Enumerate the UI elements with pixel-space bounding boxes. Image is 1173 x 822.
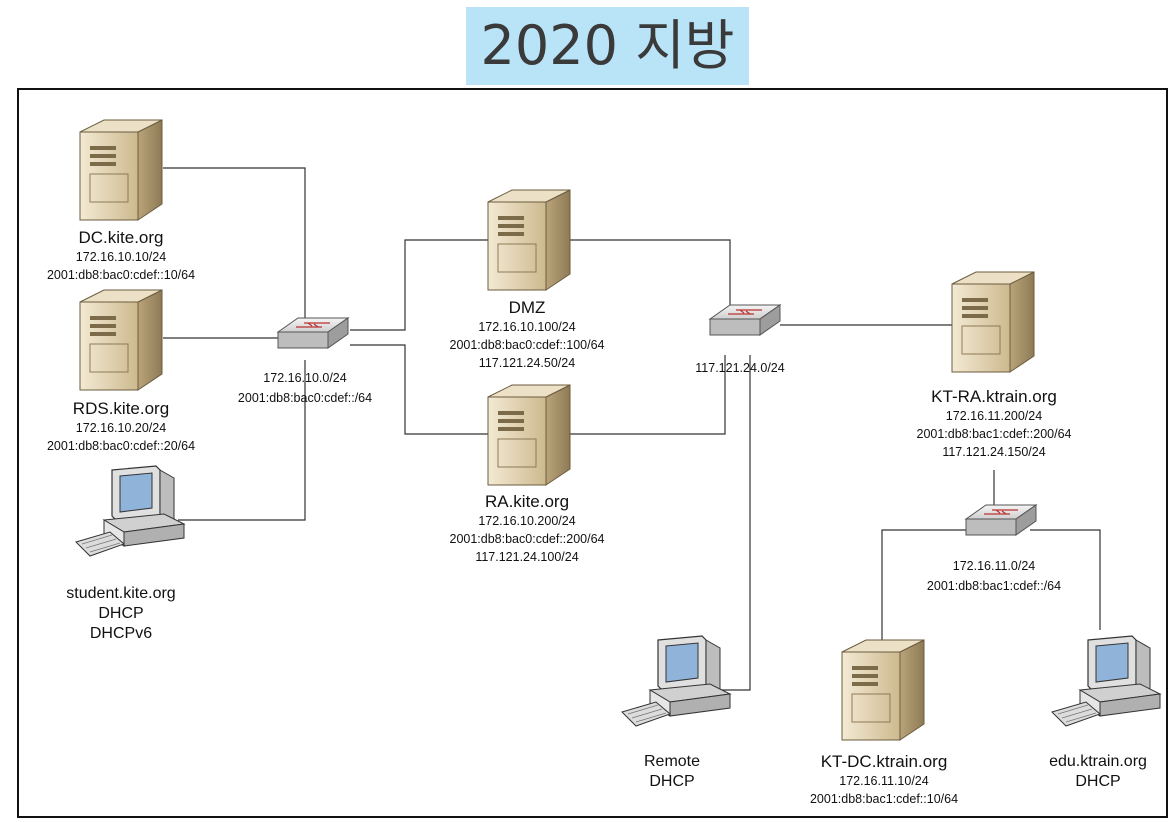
link-dmz-public: [568, 239, 731, 310]
ra-ipv4-public: 117.121.24.100/24: [475, 550, 579, 564]
ktra-server-icon: [951, 271, 1035, 373]
right-network-label: 172.16.11.0/24 2001:db8:bac1:cdef::/64: [927, 556, 1061, 596]
ra-label: RA.kite.org 172.16.10.200/24 2001:db8:ba…: [450, 492, 605, 566]
link-switch-edu: [1030, 529, 1101, 630]
dc-ipv4: 172.16.10.10/24: [75, 250, 167, 264]
public-switch-icon: [709, 304, 781, 336]
ktdc-ipv4: 172.16.11.10/24: [839, 774, 929, 788]
student-name: student.kite.org: [66, 585, 176, 602]
rds-name: RDS.kite.org: [72, 399, 170, 418]
link-public-remote: [705, 355, 751, 691]
right-switch-icon: [965, 504, 1037, 536]
dmz-ipv6: 2001:db8:bac0:cdef::100/64: [449, 338, 605, 352]
diagram-frame: [17, 88, 1168, 818]
edu-pc-icon: [1051, 635, 1161, 727]
edu-label: edu.ktrain.org DHCP: [1049, 752, 1147, 792]
student-line3: DHCPv6: [89, 625, 153, 642]
dmz-ipv4-public: 117.121.24.50/24: [478, 356, 576, 370]
dc-ipv6: 2001:db8:bac0:cdef::10/64: [46, 268, 196, 282]
student-line2: DHCP: [98, 605, 144, 622]
ra-name: RA.kite.org: [484, 492, 570, 511]
rds-label: RDS.kite.org 172.16.10.20/24 2001:db8:ba…: [47, 399, 195, 455]
link-ra-public: [568, 355, 726, 435]
ktdc-name: KT-DC.ktrain.org: [820, 752, 948, 771]
dc-label: DC.kite.org 172.16.10.10/24 2001:db8:bac…: [47, 228, 195, 284]
link-switch-ra: [350, 344, 488, 435]
ktra-ipv4-public: 117.121.24.150/24: [942, 445, 1046, 459]
links: [163, 167, 1101, 691]
ktdc-server-icon: [841, 639, 925, 741]
left-switch-icon: [277, 317, 349, 349]
dmz-label: DMZ 172.16.10.100/24 2001:db8:bac0:cdef:…: [450, 298, 605, 372]
left-network-label: 172.16.10.0/24 2001:db8:bac0:cdef::/64: [238, 368, 372, 408]
dc-name: DC.kite.org: [78, 228, 164, 247]
dmz-server-icon: [487, 189, 571, 291]
link-switch-dmz: [350, 239, 488, 331]
ktra-ipv6: 2001:db8:bac1:cdef::200/64: [916, 427, 1072, 441]
dmz-ipv4: 172.16.10.100/24: [478, 320, 576, 334]
ktra-ipv4: 172.16.11.200/24: [945, 409, 1043, 423]
student-pc-icon: [75, 465, 185, 557]
public-network-label: 117.121.24.0/24: [695, 358, 784, 378]
remote-pc-icon: [621, 635, 731, 727]
dmz-name: DMZ: [508, 298, 546, 317]
rds-server-icon: [79, 289, 163, 391]
left-network-ipv4: 172.16.10.0/24: [263, 371, 347, 385]
rds-ipv6: 2001:db8:bac0:cdef::20/64: [46, 439, 196, 453]
dc-server-icon: [79, 119, 163, 221]
link-student: [178, 360, 306, 521]
edu-name: edu.ktrain.org: [1049, 753, 1147, 770]
link-switch-ktdc: [881, 529, 968, 640]
edu-line2: DHCP: [1075, 773, 1121, 790]
remote-label: Remote DHCP: [644, 752, 700, 792]
diagram-title: 2020 지방: [466, 7, 749, 85]
remote-line2: DHCP: [649, 773, 695, 790]
remote-name: Remote: [643, 753, 701, 770]
ktdc-ipv6: 2001:db8:bac1:cdef::10/64: [809, 792, 959, 806]
right-network-ipv4: 172.16.11.0/24: [952, 559, 1036, 573]
student-label: student.kite.org DHCP DHCPv6: [66, 584, 175, 644]
rds-ipv4: 172.16.10.20/24: [75, 421, 167, 435]
right-network-ipv6: 2001:db8:bac1:cdef::/64: [926, 579, 1062, 593]
ra-ipv4: 172.16.10.200/24: [478, 514, 576, 528]
ra-ipv6: 2001:db8:bac0:cdef::200/64: [449, 532, 605, 546]
left-network-ipv6: 2001:db8:bac0:cdef::/64: [237, 391, 373, 405]
ktdc-label: KT-DC.ktrain.org 172.16.11.10/24 2001:db…: [810, 752, 958, 808]
ra-server-icon: [487, 384, 571, 486]
ktra-label: KT-RA.ktrain.org 172.16.11.200/24 2001:d…: [917, 387, 1072, 461]
link-dc: [163, 167, 306, 320]
public-network-ipv4: 117.121.24.0/24: [695, 361, 785, 375]
ktra-name: KT-RA.ktrain.org: [931, 387, 1057, 406]
